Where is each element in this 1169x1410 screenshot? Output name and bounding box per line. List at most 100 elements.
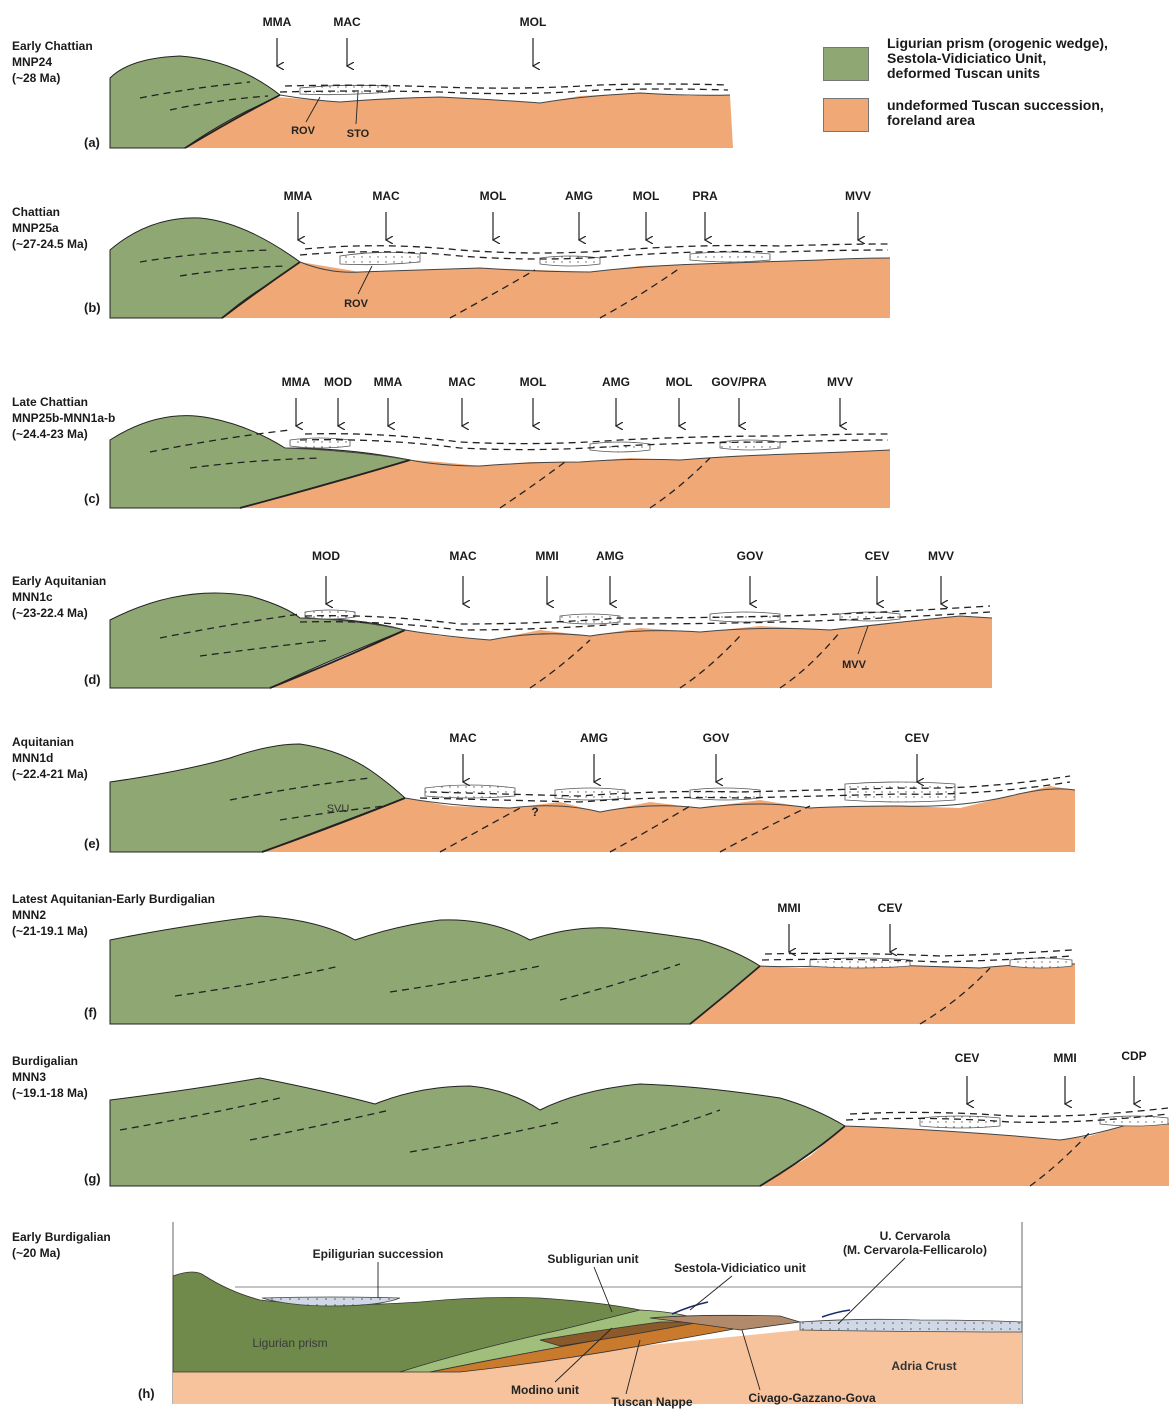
section-h-title: Early Burdigalian (~20 Ma): [12, 1229, 111, 1261]
panel-f: MMI CEV: [109, 901, 1076, 1025]
panel-c-marker-7: MOL: [666, 375, 693, 389]
panel-b-title-2: MNP25a: [12, 221, 59, 235]
panel-d-marker-6: CEV: [865, 549, 890, 563]
panel-f-thrust: [689, 965, 761, 1025]
panel-g-title-2: MNN3: [12, 1070, 47, 1084]
section-h-cervarola-fill: [799, 1318, 1023, 1333]
panel-g-dashes: [119, 1097, 1169, 1187]
panel-g-marker-2: MMI: [1053, 1051, 1076, 1065]
panel-e-marker-3: GOV: [703, 731, 730, 745]
panel-g-marker-1: CEV: [955, 1051, 980, 1065]
panel-d-title-2: MNN1c: [12, 590, 53, 604]
section-h-adria-label: Adria Crust: [891, 1359, 956, 1373]
panel-d-marker-3: MMI: [535, 549, 558, 563]
panel-f-title-1: Latest Aquitanian-Early Burdigalian: [12, 892, 215, 906]
panel-b-thrust: [221, 261, 301, 319]
panel-f-label: (f): [84, 1005, 97, 1020]
panel-e-marker-4: CEV: [905, 731, 930, 745]
panel-c-seafloor: [284, 447, 891, 467]
panel-d-marker-1: MOD: [312, 549, 340, 563]
section-h-cervarola-label: U. Cervarola: [880, 1229, 951, 1243]
panel-g-title-3: (~19.1-18 Ma): [12, 1086, 88, 1100]
panel-e-title: Aquitanian MNN1d (~22.4-21 Ma): [12, 734, 88, 782]
panel-e-basin-fill-1: [424, 784, 516, 799]
panel-f-title-2: MNN2: [12, 908, 47, 922]
panel-a-basin-fill: [299, 84, 391, 96]
panel-f-markers: MMI CEV: [777, 901, 902, 952]
panel-b-foreland: [222, 258, 890, 318]
legend-swatch-prism: [823, 47, 869, 81]
panel-e-dashes: [229, 775, 1071, 853]
panel-g-basin-fill-1: [919, 1115, 1001, 1129]
legend-text-prism: Ligurian prism (orogenic wedge), Sestola…: [887, 36, 1108, 81]
panel-b-marker-7: MVV: [845, 189, 871, 203]
panel-g-markers: CEV MMI CDP: [955, 1049, 1147, 1104]
panel-e-seafloor: [404, 788, 1076, 813]
panel-e-marker-1: MAC: [449, 731, 477, 745]
legend-prism-line-2: Sestola-Vidiciatico Unit,: [887, 50, 1047, 66]
panel-c-marker-8: GOV/PRA: [711, 375, 767, 389]
panel-f-marker-1: MMI: [777, 901, 800, 915]
panel-d-basin-fill-1: [304, 609, 356, 620]
panel-d-title-1: Early Aquitanian: [12, 574, 107, 588]
panel-e-thrust: [261, 797, 406, 853]
panel-a-foreland: [185, 93, 733, 148]
panel-a-title-2: MNP24: [12, 55, 53, 69]
panel-d: MOD MAC MMI AMG GOV CEV MVV MVV: [109, 549, 993, 689]
section-h: Epiligurian succession Subligurian unit …: [172, 1222, 1023, 1409]
legend-text-foreland: undeformed Tuscan succession, foreland a…: [887, 98, 1104, 128]
panel-e-basin-fill-2: [554, 787, 626, 801]
panel-g-title: Burdigalian MNN3 (~19.1-18 Ma): [12, 1053, 88, 1101]
panel-a-inline-sto: STO: [347, 128, 370, 140]
panel-g-thrust: [759, 1125, 846, 1187]
panel-b-marker-2: MAC: [372, 189, 400, 203]
panel-a-prism: [109, 55, 281, 149]
section-h-sestola-label: Sestola-Vidiciatico unit: [674, 1261, 806, 1275]
panel-b-title: Chattian MNP25a (~27-24.5 Ma): [12, 204, 88, 252]
panel-a-seafloor: [279, 92, 731, 104]
panel-a-thrust: [184, 94, 281, 149]
panel-c-foreland: [240, 450, 890, 508]
panel-c-marker-9: MVV: [827, 375, 853, 389]
panel-c-marker-3: MMA: [374, 375, 403, 389]
panel-c: MMA MOD MMA MAC MOL AMG MOL GOV/PRA MVV: [109, 375, 891, 509]
panel-d-basin-fill-3: [709, 611, 781, 623]
panel-e-title-3: (~22.4-21 Ma): [12, 767, 88, 781]
panel-f-title-3: (~21-19.1 Ma): [12, 924, 88, 938]
panel-g-title-1: Burdigalian: [12, 1054, 79, 1068]
panel-b-dashes: [139, 243, 889, 319]
panel-f-title: Latest Aquitanian-Early Burdigalian MNN2…: [12, 891, 215, 939]
panel-f-prism: [109, 915, 761, 1025]
panel-e-title-2: MNN1d: [12, 751, 54, 765]
panel-c-marker-4: MAC: [448, 375, 476, 389]
section-h-ligurian-prism-label: Ligurian prism: [252, 1336, 327, 1350]
panel-a-markers: MMA MAC MOL: [263, 15, 546, 66]
panel-b-marker-1: MMA: [284, 189, 313, 203]
panel-a-title-1: Early Chattian: [12, 39, 93, 53]
panel-a-dashes: [139, 81, 729, 111]
panel-a: MMA MAC MOL ROV STO: [109, 15, 733, 149]
panel-a-inline-rov: ROV: [291, 125, 316, 137]
panel-a-label: (a): [84, 135, 100, 150]
panel-c-marker-6: AMG: [602, 375, 630, 389]
panel-g: CEV MMI CDP: [109, 1049, 1169, 1187]
panel-e-basin-fill-4: [844, 781, 956, 803]
panel-b-marker-5: MOL: [633, 189, 660, 203]
legend-prism-line-1: Ligurian prism (orogenic wedge),: [887, 35, 1108, 51]
panel-b-prism: [109, 217, 301, 319]
panel-e-label: (e): [84, 836, 100, 851]
panel-b-title-1: Chattian: [12, 205, 60, 219]
panel-d-title-3: (~23-22.4 Ma): [12, 606, 88, 620]
panel-b-basin-fill-1: [339, 252, 421, 266]
panel-b-basin-fill-3: [689, 251, 771, 263]
legend-foreland-line-2: foreland area: [887, 112, 975, 128]
panel-g-prism: [109, 1077, 846, 1187]
panel-f-foreland: [690, 962, 1075, 1024]
panel-a-marker-2: MAC: [333, 15, 361, 29]
panel-d-title: Early Aquitanian MNN1c (~23-22.4 Ma): [12, 573, 106, 621]
panel-c-title-3: (~24.4-23 Ma): [12, 427, 88, 441]
panel-d-inline-mvv: MVV: [842, 659, 867, 671]
section-h-label: (h): [138, 1386, 155, 1401]
section-h-cervarola-sub-label: (M. Cervarola-Fellicarolo): [843, 1243, 987, 1257]
panel-c-thrust: [239, 459, 411, 509]
